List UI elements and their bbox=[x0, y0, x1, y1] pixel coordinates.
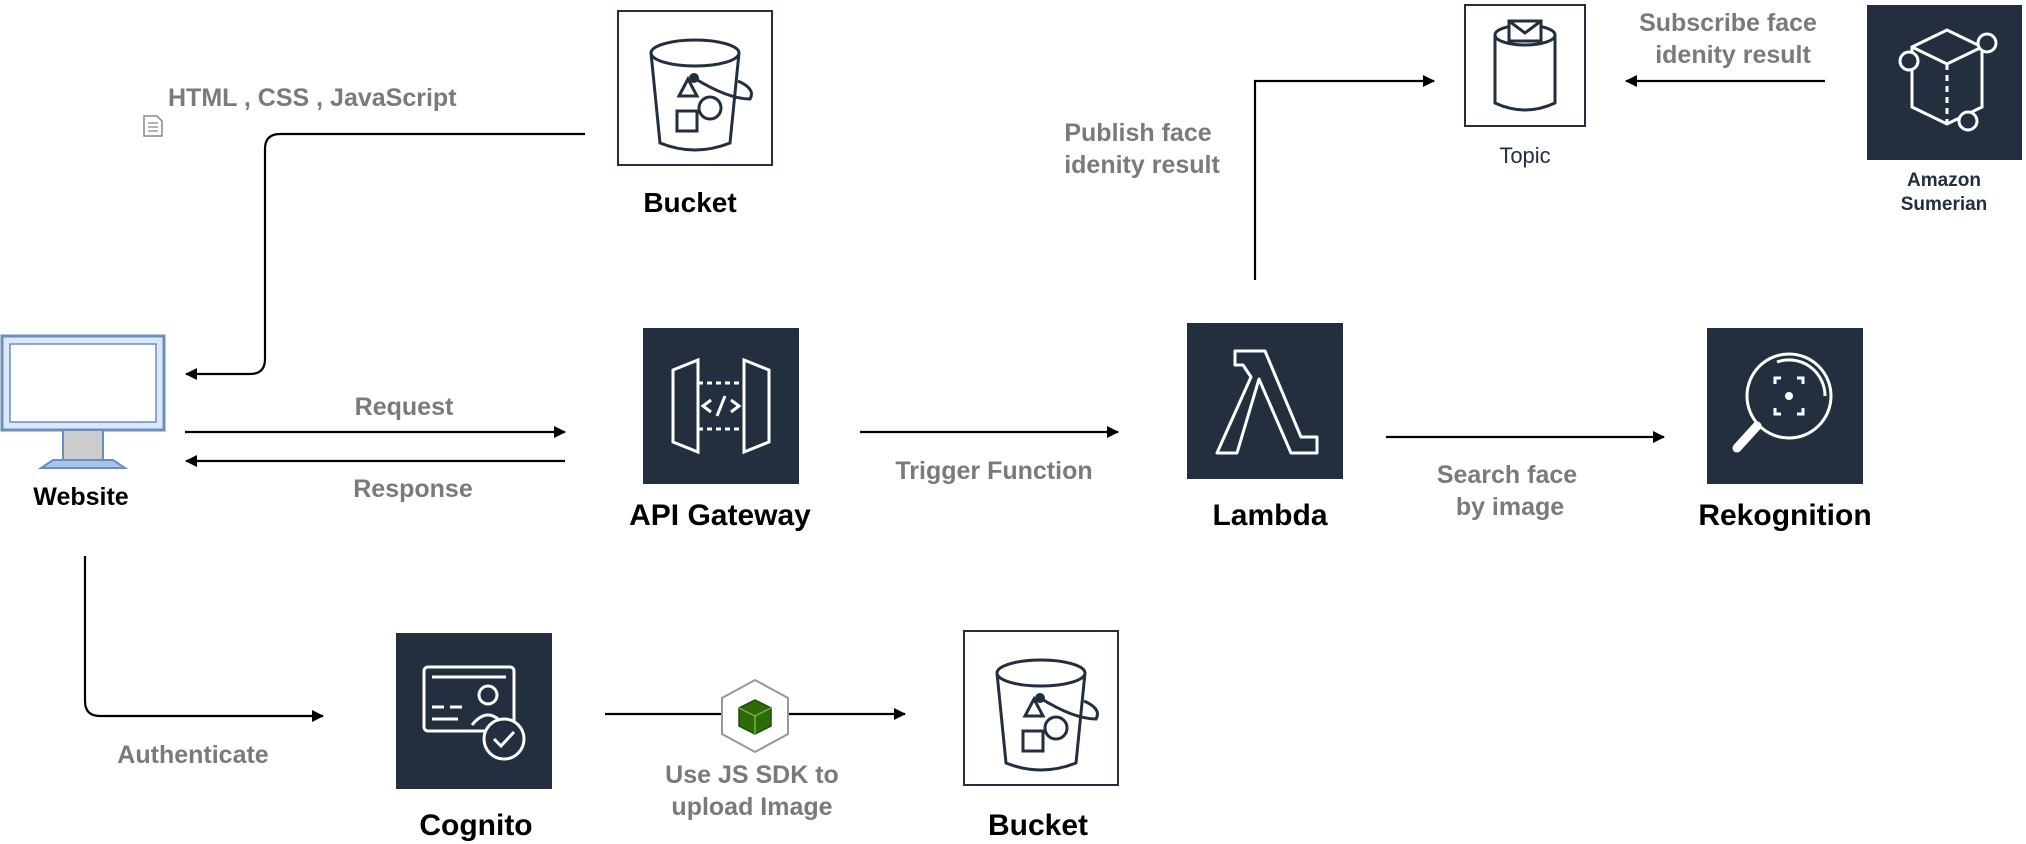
lambda-label: Lambda bbox=[1212, 499, 1327, 532]
bucket-icon bbox=[995, 658, 1099, 772]
subscribe-result-label-line1: Subscribe face bbox=[1639, 9, 1817, 37]
edge-publish-result bbox=[1253, 75, 1435, 280]
authenticate-label: Authenticate bbox=[117, 741, 269, 769]
js-sdk-node bbox=[721, 678, 789, 754]
publish-result-label-line2: idenity result bbox=[1064, 151, 1220, 179]
lambda-node: Lambda bbox=[1187, 323, 1343, 532]
sumerian-node: Amazon Sumerian bbox=[1867, 5, 2022, 215]
website-label: Website bbox=[33, 483, 128, 511]
topic-label: Topic bbox=[1499, 143, 1550, 168]
sumerian-label-line1: Amazon bbox=[1907, 170, 1981, 191]
upload-image-label-line1: Use JS SDK to bbox=[665, 761, 839, 789]
cognito-node: Cognito bbox=[396, 633, 552, 842]
request-label: Request bbox=[355, 393, 454, 421]
rekognition-node: Rekognition bbox=[1698, 328, 1872, 532]
rekognition-icon bbox=[1732, 352, 1833, 453]
topic-icon bbox=[1493, 19, 1557, 112]
trigger-function-label: Trigger Function bbox=[895, 457, 1092, 485]
bucket-bottom-node: Bucket bbox=[963, 630, 1119, 842]
bucket-icon bbox=[649, 38, 753, 152]
api-gateway-node: API Gateway bbox=[629, 328, 811, 532]
sumerian-icon bbox=[1898, 28, 1998, 132]
bucket-bottom-label: Bucket bbox=[988, 809, 1088, 842]
sdk-cube-icon bbox=[721, 678, 789, 754]
topic-node: Topic bbox=[1464, 4, 1586, 168]
document-icon bbox=[143, 115, 163, 137]
api-gateway-icon bbox=[671, 357, 771, 455]
monitor-icon bbox=[0, 334, 166, 469]
bucket-top-label: Bucket bbox=[643, 187, 736, 218]
response-label: Response bbox=[353, 475, 473, 503]
edge-authenticate bbox=[83, 556, 324, 722]
cognito-label: Cognito bbox=[419, 809, 532, 842]
search-face-label-line2: by image bbox=[1456, 493, 1564, 521]
subscribe-result-label-line2: idenity result bbox=[1655, 41, 1811, 69]
search-face-label-line1: Search face bbox=[1437, 461, 1577, 489]
rekognition-label: Rekognition bbox=[1698, 499, 1871, 532]
cognito-icon bbox=[422, 665, 526, 761]
upload-image-label-line2: upload Image bbox=[671, 793, 832, 821]
bucket-top-node: Bucket bbox=[617, 10, 773, 218]
edge-bucket-to-website bbox=[185, 132, 585, 380]
publish-result-label-line1: Publish face bbox=[1064, 119, 1211, 147]
sumerian-label-line2: Sumerian bbox=[1901, 194, 1988, 215]
static-files-label: HTML , CSS , JavaScript bbox=[168, 84, 457, 112]
website-node: Website bbox=[0, 334, 166, 511]
lambda-icon bbox=[1215, 349, 1319, 455]
api-gateway-label: API Gateway bbox=[629, 499, 811, 532]
